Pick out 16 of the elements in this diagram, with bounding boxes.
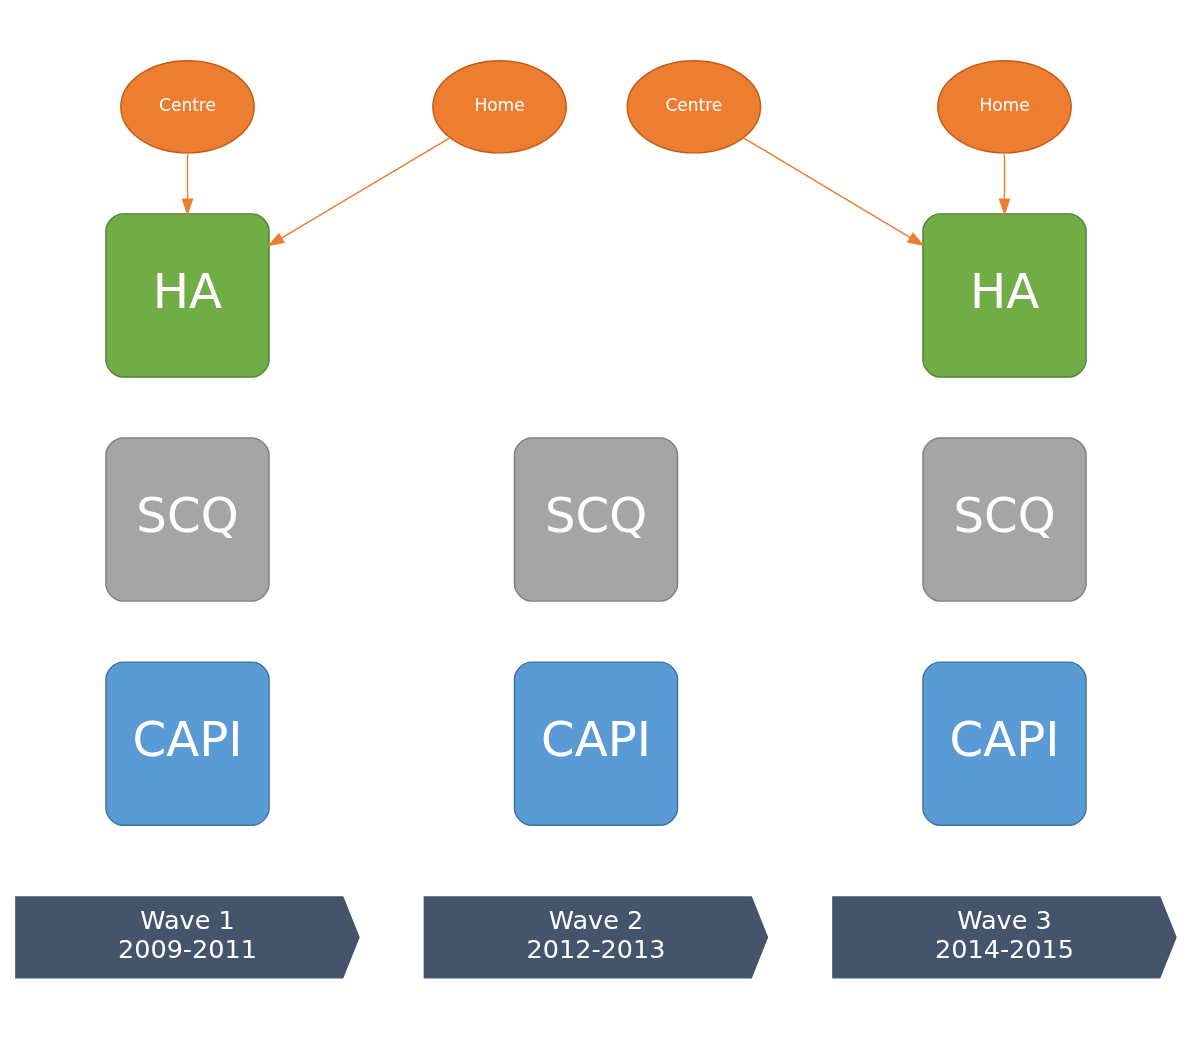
node-box: SCQ xyxy=(105,436,270,602)
node-box: CAPI xyxy=(922,660,1087,826)
arrow xyxy=(267,136,451,246)
arrow xyxy=(181,151,194,216)
node-box: HA xyxy=(922,212,1087,378)
node-box: CAPI xyxy=(513,660,679,826)
node-box: CAPI xyxy=(105,660,270,826)
node-ellipse: Centre xyxy=(120,59,255,154)
node-box: SCQ xyxy=(513,436,679,602)
node-box: HA xyxy=(105,212,270,378)
node-ellipse: Centre xyxy=(626,59,762,154)
node-box: SCQ xyxy=(922,436,1087,602)
node-ellipse: Home xyxy=(937,59,1072,154)
node-ellipse: Home xyxy=(432,59,567,154)
arrow xyxy=(743,136,925,246)
arrow xyxy=(998,151,1011,216)
